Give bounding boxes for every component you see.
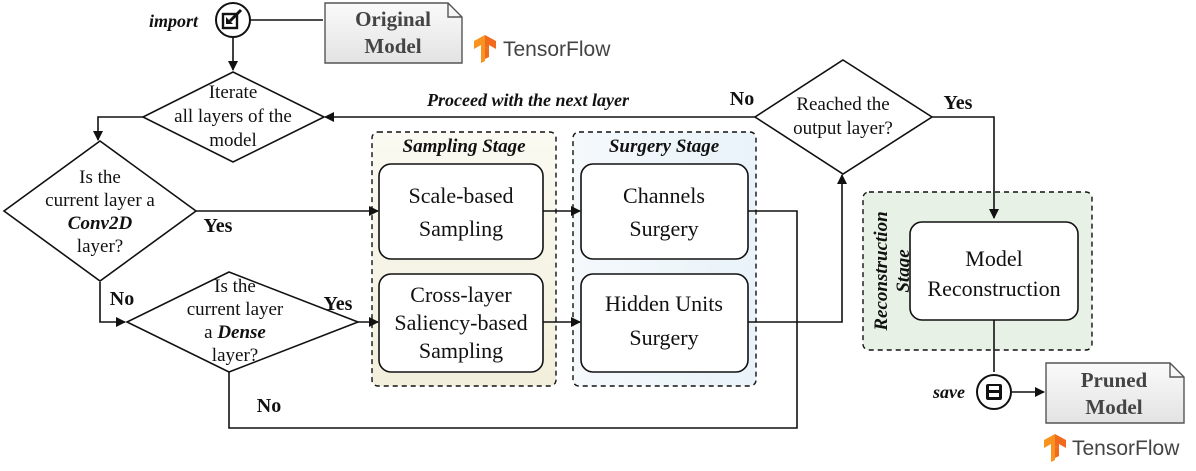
channels-text-1: Channels: [623, 183, 705, 208]
dense-text-3a: a: [204, 322, 217, 343]
channels-text-2: Surgery: [629, 216, 698, 241]
no-output-label: No: [730, 88, 754, 110]
iterate-text-1: Iterate: [209, 82, 258, 103]
conv2d-text-3: Conv2D: [68, 213, 133, 234]
iterate-text-2: all layers of the: [174, 106, 292, 127]
original-model-text-2: Model: [364, 34, 421, 58]
output-text-2: output layer?: [793, 118, 893, 139]
model-reconstruction-box: [909, 221, 1079, 321]
conv2d-text-4: layer?: [77, 236, 123, 257]
conv2d-text-1: Is the: [79, 167, 121, 188]
output-decision: [753, 59, 934, 175]
scale-text-1: Scale-based: [408, 183, 513, 208]
dense-text-3: a Dense: [204, 322, 266, 343]
cross-text-1: Cross-layer: [410, 282, 512, 307]
scale-sampling-box: [378, 163, 544, 260]
recon-text-1: Model: [965, 246, 1022, 271]
dense-text-4: layer?: [212, 345, 258, 366]
cross-sampling-box: [378, 273, 544, 373]
proceed-label: Proceed with the next layer: [426, 90, 630, 110]
no-dense-label: No: [257, 395, 281, 417]
dense-text-2: current layer: [187, 299, 284, 320]
reconstruction-stage-title-2: Stage: [893, 249, 914, 293]
save-icon: [976, 374, 1012, 410]
conv2d-text-2: current layer a: [45, 190, 155, 211]
hidden-surgery-box: [580, 273, 749, 373]
import-label: import: [149, 11, 199, 31]
tensorflow-icon: [1044, 434, 1066, 462]
iterate-decision: [141, 71, 326, 163]
import-icon: [215, 2, 251, 38]
hidden-text-1: Hidden Units: [605, 291, 723, 316]
conv2d-decision: [2, 140, 198, 282]
yes-dense-label: Yes: [324, 293, 353, 315]
tensorflow-text-bottom: TensorFlow: [1072, 437, 1180, 460]
yes-output-label: Yes: [944, 92, 973, 114]
original-model-document: Original Model: [324, 2, 463, 64]
yes-conv-label: Yes: [204, 215, 233, 237]
recon-text-2: Reconstruction: [927, 276, 1060, 301]
tensorflow-icon: [474, 35, 496, 63]
surgery-stage-title: Surgery Stage: [609, 136, 720, 157]
reconstruction-stage-title-1: Reconstruction: [871, 211, 892, 331]
pruned-model-text-1: Pruned: [1081, 368, 1148, 392]
tensorflow-logo-top: TensorFlow: [474, 35, 611, 63]
cross-text-3: Sampling: [419, 338, 503, 363]
iterate-text-3: model: [209, 130, 257, 151]
cross-text-2: Saliency-based: [394, 310, 527, 335]
tensorflow-logo-bottom: TensorFlow: [1044, 434, 1180, 462]
pruned-model-text-2: Model: [1085, 395, 1142, 419]
dense-text-3b: Dense: [216, 322, 266, 343]
sampling-stage-title: Sampling Stage: [403, 136, 527, 157]
dense-text-1: Is the: [214, 276, 256, 297]
tensorflow-text-top: TensorFlow: [503, 38, 611, 61]
output-text-1: Reached the: [796, 94, 889, 115]
pruned-model-document: Pruned Model: [1045, 362, 1185, 424]
dense-decision: [125, 271, 361, 373]
save-label: save: [932, 382, 965, 402]
channels-surgery-box: [580, 163, 749, 260]
hidden-text-2: Surgery: [629, 325, 698, 350]
no-conv-label: No: [110, 288, 134, 310]
original-model-text-1: Original: [355, 7, 431, 31]
scale-text-2: Sampling: [419, 216, 503, 241]
